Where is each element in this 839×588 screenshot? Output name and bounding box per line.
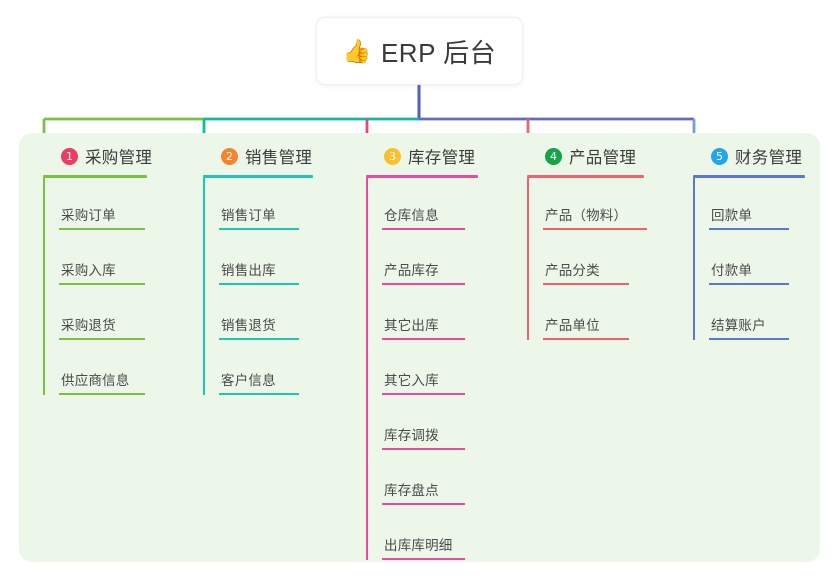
- list-item-rule: [543, 227, 647, 230]
- root-title-text: ERP 后台: [380, 37, 497, 68]
- root-node-card[interactable]: 👍 ERP 后台: [316, 17, 523, 85]
- list-item-rule: [59, 337, 145, 340]
- list-item-label: 销售退货: [221, 317, 276, 333]
- thumbs-up-icon: 👍: [342, 37, 372, 64]
- list-item-label: 其它入库: [384, 372, 439, 388]
- list-item-rule: [219, 282, 299, 285]
- column-badge-1: 1: [61, 147, 78, 165]
- list-item-rule: [543, 337, 629, 340]
- column-header-5[interactable]: 5 财务管理: [693, 143, 805, 169]
- column-title-4: 产品管理: [569, 149, 637, 167]
- column-rule-1: [43, 175, 147, 178]
- list-item-rule: [709, 227, 789, 230]
- list-item-label: 产品库存: [384, 262, 439, 278]
- column-title-3: 库存管理: [408, 149, 476, 167]
- list-item-rule: [709, 282, 789, 285]
- list-item-label: 库存调拨: [384, 427, 439, 443]
- list-item-rule: [382, 447, 465, 450]
- root-title: 👍 ERP 后台: [343, 33, 496, 70]
- column-badge-2: 2: [221, 147, 238, 165]
- list-item-rule: [219, 392, 299, 395]
- column-header-1[interactable]: 1 采购管理: [43, 143, 152, 169]
- column-spine-5: [693, 177, 695, 340]
- list-item-rule: [219, 337, 299, 340]
- column-rule-4: [527, 175, 644, 178]
- column-rule-3: [366, 175, 478, 178]
- list-item-rule: [382, 502, 465, 505]
- column-header-4[interactable]: 4 产品管理: [527, 143, 644, 169]
- list-item-label: 结算账户: [711, 317, 766, 333]
- list-item-rule: [59, 227, 145, 230]
- list-item-label: 仓库信息: [384, 207, 439, 223]
- list-item-rule: [382, 557, 465, 560]
- column-title-1: 采购管理: [85, 149, 153, 167]
- column-title-5: 财务管理: [735, 149, 803, 167]
- list-item-rule: [543, 282, 629, 285]
- list-item-rule: [382, 227, 465, 230]
- list-item-rule: [219, 227, 299, 230]
- column-rule-5: [693, 175, 805, 178]
- list-item-label: 付款单: [711, 262, 753, 278]
- list-item-rule: [382, 282, 465, 285]
- list-item-label: 采购入库: [61, 262, 116, 278]
- column-3: 3 库存管理仓库信息产品库存其它出库其它入库库存调拨库存盘点出库库明细: [366, 143, 478, 560]
- column-badge-4: 4: [545, 147, 562, 165]
- list-item-label: 回款单: [711, 207, 753, 223]
- list-item-label: 采购退货: [61, 317, 116, 333]
- list-item-label: 销售出库: [221, 262, 276, 278]
- column-badge-3: 3: [384, 147, 401, 165]
- column-title-2: 销售管理: [245, 149, 313, 167]
- list-item-label: 供应商信息: [61, 372, 130, 388]
- list-item-rule: [59, 282, 145, 285]
- diagram-panel: [19, 133, 820, 562]
- list-item-label: 产品分类: [545, 262, 600, 278]
- column-header-2[interactable]: 2 销售管理: [203, 143, 313, 169]
- list-item-label: 采购订单: [61, 207, 116, 223]
- list-item-label: 销售订单: [221, 207, 276, 223]
- list-item-rule: [59, 392, 145, 395]
- list-item-label: 产品（物料）: [545, 207, 628, 223]
- list-item-label: 客户信息: [221, 372, 276, 388]
- column-2: 2 销售管理销售订单销售出库销售退货客户信息: [203, 143, 313, 395]
- column-badge-5: 5: [711, 147, 728, 165]
- column-rule-2: [203, 175, 313, 178]
- column-5: 5 财务管理回款单付款单结算账户: [693, 143, 805, 340]
- list-item-rule: [382, 337, 465, 340]
- list-item-label: 出库库明细: [384, 537, 453, 553]
- column-spine-1: [43, 177, 45, 395]
- list-item-rule: [709, 337, 789, 340]
- list-item-label: 其它出库: [384, 317, 439, 333]
- list-item-label: 库存盘点: [384, 482, 439, 498]
- column-header-3[interactable]: 3 库存管理: [366, 143, 478, 169]
- column-4: 4 产品管理产品（物料） 产品分类产品单位: [527, 143, 647, 340]
- column-spine-3: [366, 177, 368, 560]
- column-spine-2: [203, 177, 205, 395]
- column-spine-4: [527, 177, 529, 340]
- list-item-label: 产品单位: [545, 317, 600, 333]
- list-item-rule: [382, 392, 465, 395]
- column-1: 1 采购管理采购订单采购入库采购退货供应商信息: [43, 143, 152, 395]
